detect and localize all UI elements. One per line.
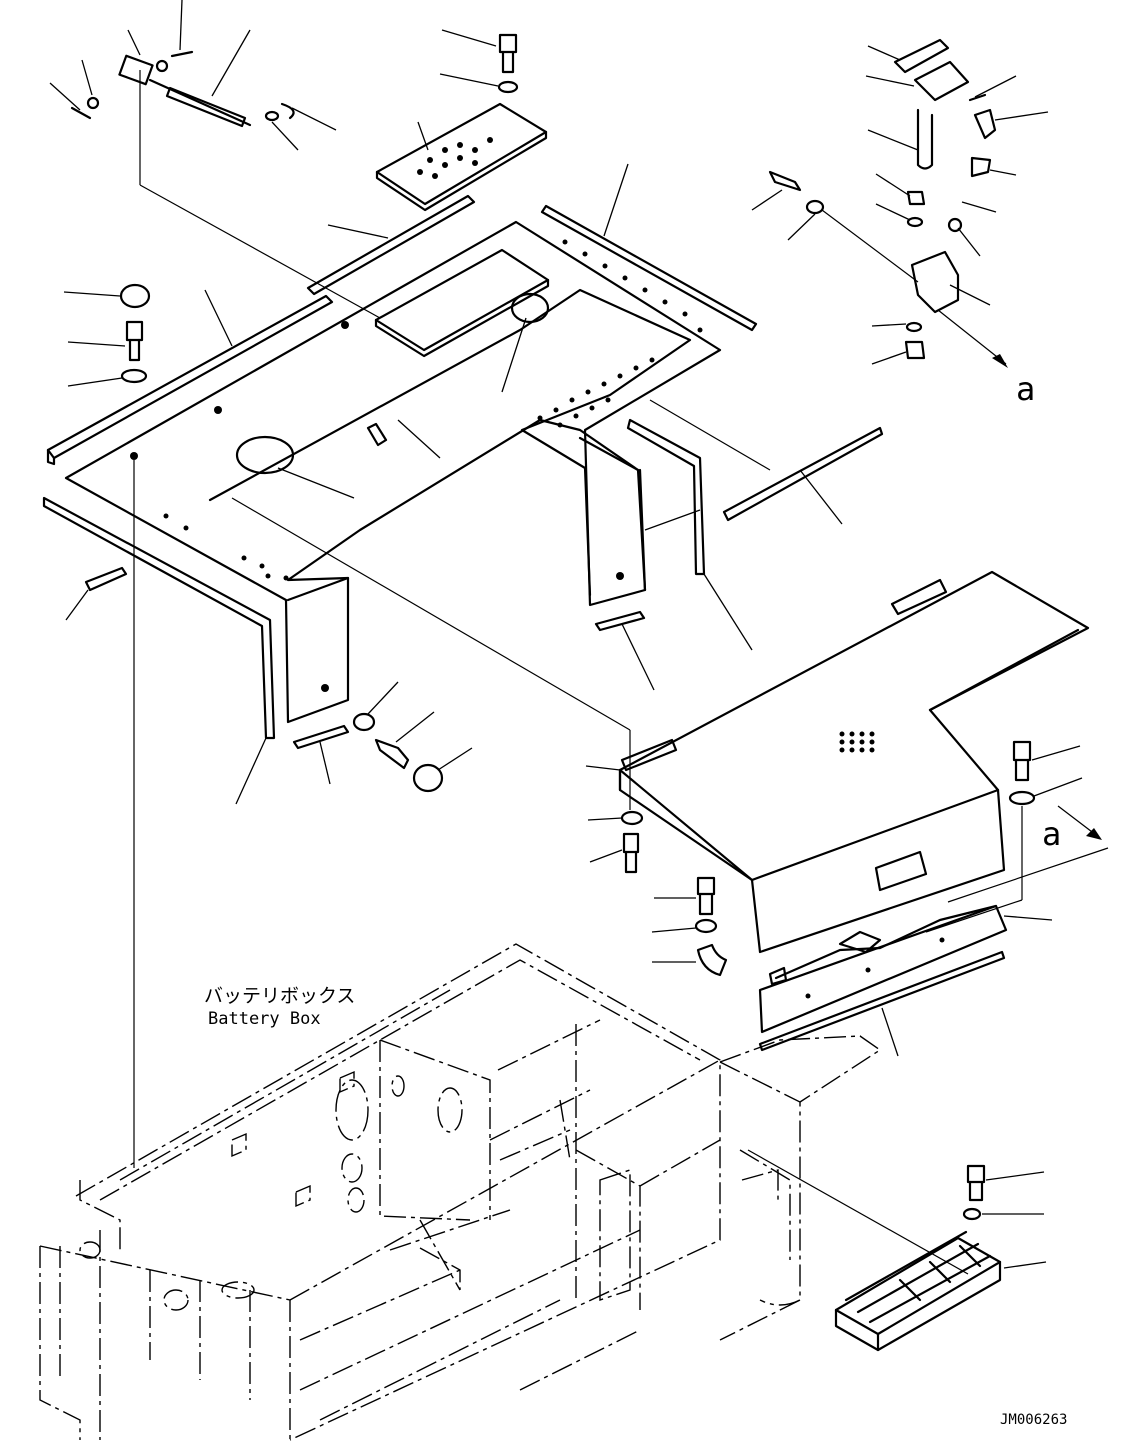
view-a-label-top: a (1016, 370, 1035, 408)
top-cover-frame (64, 163, 884, 724)
step-assembly (747, 1149, 1047, 1352)
lower-bracket-rail (758, 904, 1053, 1057)
left-fasteners (46, 194, 476, 1168)
frame-holes (163, 239, 703, 581)
gas-strut-assembly (49, 0, 381, 319)
right-cover-panel (585, 570, 1109, 977)
battery-box-en-label: Battery Box (208, 1009, 321, 1029)
view-a-label-side: a (1042, 815, 1061, 853)
step-plate-holes (417, 137, 493, 179)
top-step-plate-group (375, 29, 548, 212)
latch-assembly (751, 38, 1049, 368)
left-side-rail (42, 496, 631, 810)
battery-box-outline (39, 943, 882, 1441)
battery-box-jp-label: バッテリボックス (204, 985, 355, 1007)
panel-holes (839, 731, 875, 753)
drawing-id-label: JM006263 (1000, 1412, 1067, 1428)
